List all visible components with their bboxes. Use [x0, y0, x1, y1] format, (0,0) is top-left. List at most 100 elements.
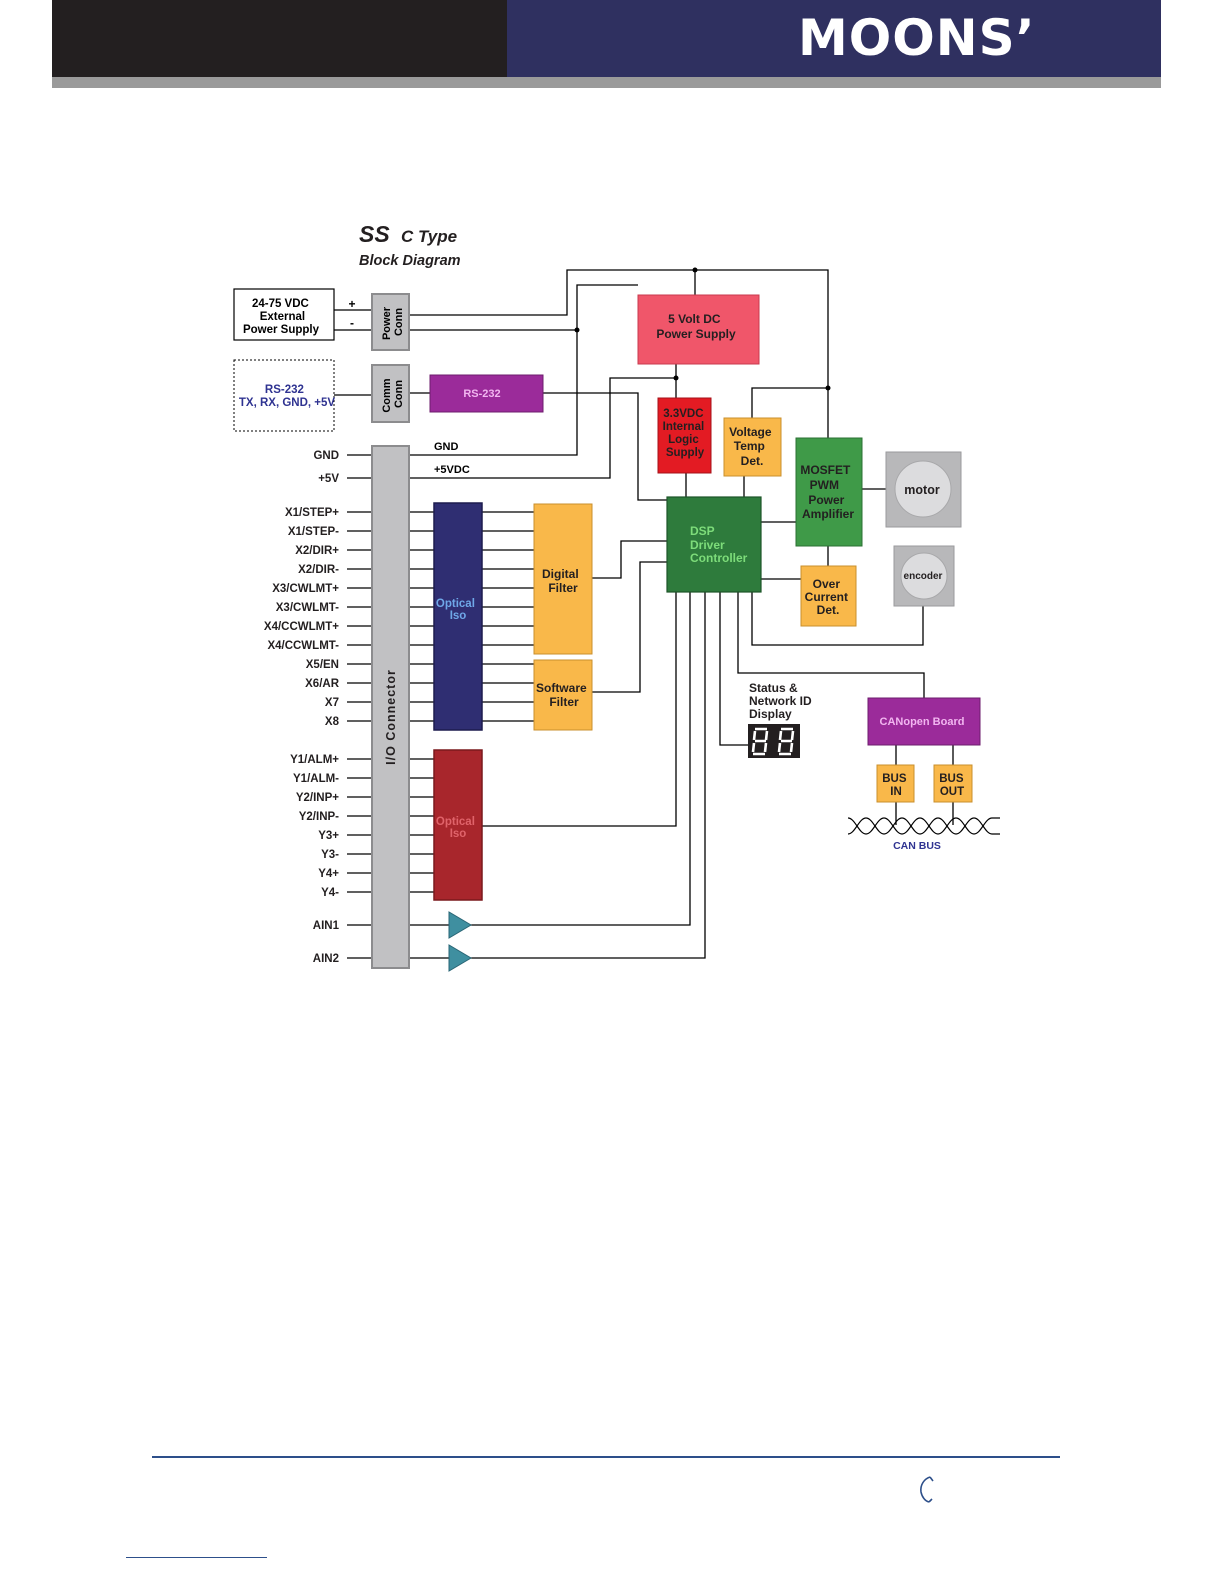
pin-label: Y1/ALM+	[290, 754, 339, 766]
wire-optical-out-dsp	[482, 592, 677, 827]
optical-iso-output-label: Optical Iso	[436, 816, 478, 840]
plus-sign: +	[348, 297, 355, 311]
pin-label: Y4+	[318, 868, 339, 880]
pin-label: X8	[325, 716, 340, 728]
header-right-panel	[507, 0, 1161, 77]
wire-encoder-dsp	[751, 592, 924, 646]
wire-ain2-dsp	[470, 592, 706, 959]
pin-label: Y3-	[321, 849, 339, 861]
canopen-board-block	[867, 697, 981, 746]
mosfet-amplifier-label: MOSFET PWM Power Amplifier	[800, 463, 854, 521]
rs232-external-box	[233, 359, 335, 432]
bus-out-block	[933, 764, 973, 803]
logic-supply-block	[657, 397, 712, 474]
pin-label: X7	[325, 697, 339, 709]
motor-label: motor	[904, 483, 940, 497]
five-volt-supply-label: 5 Volt DC Power Supply	[656, 312, 736, 341]
pin-label: X4/CCWLMT-	[267, 640, 339, 652]
pin-label: AIN1	[313, 920, 340, 932]
comm-conn-label: Comm Conn	[381, 375, 405, 412]
pin-label: X3/CWLMT+	[272, 583, 339, 595]
wire-dsp-canopen	[737, 592, 925, 698]
encoder-circle	[900, 552, 948, 600]
wire-software-filter-dsp	[592, 561, 667, 693]
junction-dots	[574, 267, 831, 391]
over-current-label: Over Current Det.	[805, 577, 852, 617]
optical-iso-input-block	[433, 502, 483, 731]
pin-label: Y3+	[318, 830, 339, 842]
digital-filter-block	[533, 503, 593, 655]
vdc-line-label: +5VDC	[434, 464, 470, 476]
rs232-block-label: RS-232	[463, 388, 500, 400]
status-display-label: Status & Network ID Display	[749, 681, 815, 721]
footer-rule	[152, 1456, 1060, 1458]
io-connector-block	[371, 445, 410, 969]
external-power-box	[233, 288, 335, 341]
io-connector-label: I/O Connector	[384, 669, 398, 765]
header-gray-bar	[52, 77, 1161, 88]
diagram-title-type: C Type	[401, 227, 457, 246]
power-conn-block	[371, 293, 410, 351]
wire-digital-filter-dsp	[592, 540, 667, 579]
wire-dsp-display	[719, 592, 748, 746]
pin-label: Y4-	[321, 887, 339, 899]
wire-power-plus	[409, 269, 829, 438]
external-power-label: 24-75 VDC External Power Supply	[243, 298, 320, 336]
wire-voltemp-mosfet	[751, 387, 828, 418]
bus-out-label: BUS OUT	[939, 773, 966, 798]
pin-label: GND	[313, 450, 339, 462]
minus-sign: -	[350, 316, 354, 330]
motor-circle	[894, 460, 952, 518]
ain1-buffer	[448, 911, 472, 939]
optical-iso-output-block	[433, 749, 483, 901]
phone-icon	[920, 1476, 934, 1503]
pin-label: Y2/INP-	[299, 811, 339, 823]
software-filter-block	[533, 659, 593, 731]
optical-iso-input-label: Optical Iso	[436, 598, 478, 622]
pin-label: X4/CCWLMT+	[264, 621, 339, 633]
seven-segment-digits	[751, 727, 795, 756]
mosfet-amplifier-block	[795, 437, 863, 547]
wire-5vdc	[409, 377, 676, 479]
pin-label: +5V	[318, 473, 339, 485]
dsp-controller-label: DSP Driver Controller	[690, 524, 748, 565]
can-bus-label: CAN BUS	[893, 840, 941, 852]
dsp-controller-block	[666, 496, 762, 593]
gnd-line-label: GND	[434, 441, 459, 453]
wire-power-minus	[409, 284, 638, 331]
bus-in-label: BUS IN	[882, 773, 909, 798]
software-filter-label: Software Filter	[536, 681, 590, 709]
wires	[334, 269, 954, 959]
encoder-label: encoder	[904, 571, 943, 582]
diagram-title-main: SS	[359, 221, 390, 247]
five-volt-supply-block	[637, 294, 760, 365]
footer-link-underline[interactable]	[126, 1557, 267, 1558]
pin-label: Y1/ALM-	[293, 773, 339, 785]
wire-rs232-dsp	[543, 392, 667, 501]
bus-in-block	[876, 764, 915, 803]
pin-label: X2/DIR+	[295, 545, 339, 557]
over-current-block	[800, 565, 857, 627]
pin-label: X6/AR	[305, 678, 340, 690]
diagram-subtitle: Block Diagram	[359, 253, 461, 269]
wire-gnd	[409, 330, 578, 456]
pin-label: Y2/INP+	[296, 792, 339, 804]
power-conn-label: Power Conn	[381, 304, 405, 340]
rs232-block	[429, 374, 544, 413]
voltage-temp-label: Voltage Temp Det.	[729, 425, 775, 468]
pin-label: X1/STEP-	[288, 526, 339, 538]
pin-label: X2/DIR-	[298, 564, 339, 576]
comm-conn-block	[371, 364, 410, 423]
pin-label: X5/EN	[306, 659, 339, 671]
rs232-external-label: RS-232 TX, RX, GND, +5V	[239, 384, 336, 409]
canopen-board-label: CANopen Board	[880, 716, 965, 728]
digital-filter-label: Digital Filter	[542, 567, 582, 595]
can-bus-twisted-pair	[847, 817, 1000, 835]
header-left-panel	[52, 0, 507, 77]
io-pins: GND+5VX1/STEP+X1/STEP-X2/DIR+X2/DIR-X3/C…	[264, 450, 534, 965]
logic-supply-label: 3.3VDC Internal Logic Supply	[663, 408, 708, 459]
pin-label: X3/CWLMT-	[276, 602, 339, 614]
voltage-temp-block	[723, 417, 782, 477]
wire-ain1-dsp	[470, 592, 691, 926]
